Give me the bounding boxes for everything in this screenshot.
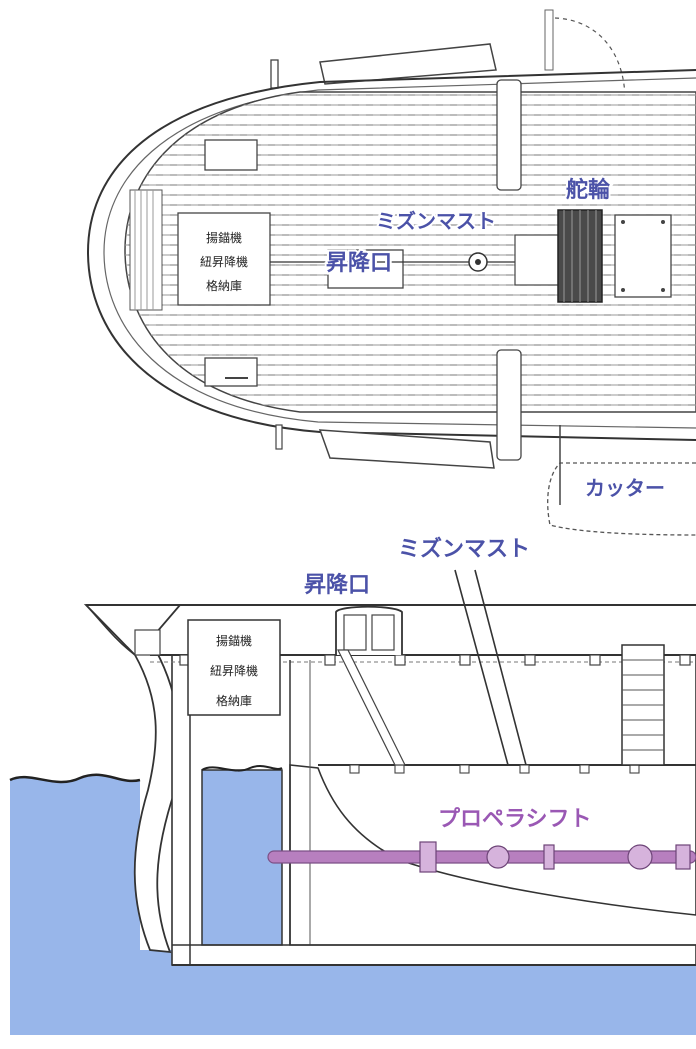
davit-top xyxy=(496,79,522,191)
mizzen-mast-line-1 xyxy=(454,569,509,766)
top-box-line-2: 紐昇降機 xyxy=(200,254,248,269)
hull-outline-mid xyxy=(103,77,696,429)
shaft-bearings xyxy=(419,841,691,873)
label-hatch-top: 昇降口 xyxy=(326,251,392,276)
scale-strip xyxy=(544,9,554,71)
label-mizzen-side: ミズンマスト xyxy=(398,536,530,562)
side-box-line-3: 格納庫 xyxy=(216,693,252,708)
plan-view: 揚錨機 紐昇降機 格納庫 舵輪 ミズンマスト 昇降口 カッター xyxy=(86,9,696,536)
hatch-ladder xyxy=(337,649,406,766)
bow-rail xyxy=(85,604,136,656)
rudder-sweep-arc xyxy=(554,17,626,101)
label-propeller-shaft: プロペラシフト xyxy=(438,807,592,832)
hatch-lower-left xyxy=(204,357,258,387)
side-box-line-2: 紐昇降機 xyxy=(210,663,258,678)
top-hatch-rect xyxy=(327,249,404,289)
label-hatch-side: 昇降口 xyxy=(304,573,370,598)
propeller-shaft xyxy=(267,850,696,864)
mast-bracket xyxy=(514,234,561,286)
cutter-outline xyxy=(547,462,696,536)
pin-bottom xyxy=(275,424,283,450)
label-cutter: カッター xyxy=(585,476,665,500)
upper-boat xyxy=(319,43,497,85)
aft-skylight xyxy=(614,214,672,298)
lower-boat xyxy=(318,429,495,469)
pin-left xyxy=(270,59,279,89)
top-label-box xyxy=(177,212,271,306)
side-view: 揚錨機 紐昇降機 格納庫 xyxy=(9,534,696,1035)
mizzen-mast-line-2 xyxy=(474,569,527,766)
hull-outline-outer xyxy=(86,69,696,441)
davit-bottom xyxy=(496,349,522,461)
hatch-upper-left xyxy=(204,139,258,171)
top-box-line-3: 格納庫 xyxy=(206,278,242,293)
label-mizzen-top: ミズンマスト xyxy=(376,209,496,233)
side-label-box xyxy=(187,619,281,716)
top-box-line-1: 揚錨機 xyxy=(206,230,242,245)
label-helm: 舵輪 xyxy=(566,177,611,203)
side-box-line-1: 揚錨機 xyxy=(216,633,252,648)
